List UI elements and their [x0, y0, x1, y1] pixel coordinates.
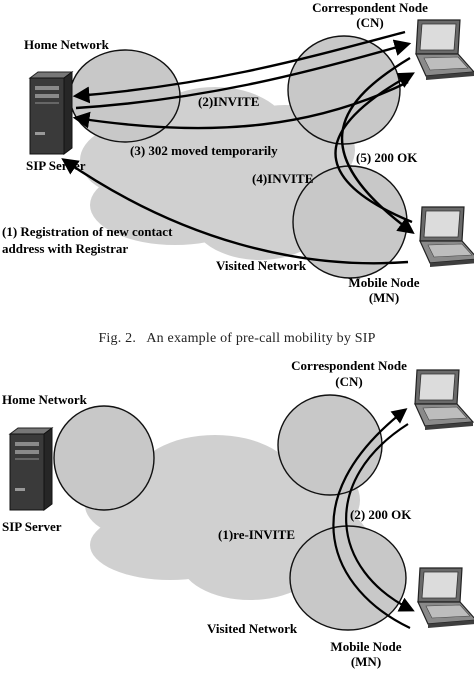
- home-network-ellipse-2: [53, 405, 155, 511]
- fig3-ok-label: (2) 200 OK: [350, 507, 412, 522]
- fig3-correspondent-node-label: Correspondent Node: [291, 358, 407, 373]
- ok-arrow: [334, 72, 415, 224]
- invite-arrow-1: [72, 30, 406, 104]
- mobile-laptop-icon-2: [417, 567, 474, 629]
- sip-server-icon-2: [9, 427, 53, 511]
- fig2-correspondent-node-label: Correspondent Node: [312, 0, 428, 15]
- fig2-caption: Fig. 2. An example of pre-call mobility …: [98, 331, 375, 346]
- fig2-sip-server-label: SIP Server: [26, 158, 86, 173]
- fig3-home-network-label: Home Network: [2, 392, 88, 407]
- visited-network-ellipse-2: [289, 525, 407, 631]
- fig2-mobile-node-label: Mobile Node: [348, 275, 419, 290]
- fig2-visited-network-label: Visited Network: [216, 258, 307, 273]
- fig3-sip-server-label: SIP Server: [2, 519, 62, 534]
- fig2-invite-label: (2)INVITE: [198, 94, 259, 109]
- fig2-registration-line2: address with Registrar: [2, 241, 128, 256]
- fig3-cn-label: (CN): [335, 374, 362, 389]
- fig2-invite4-label: (4)INVITE: [252, 171, 313, 186]
- figure-2: Home Network Correspondent Node (CN) SIP…: [2, 0, 474, 346]
- fig3-reinvite-label: (1)re-INVITE: [218, 527, 295, 542]
- mobile-laptop-icon: [419, 206, 474, 268]
- sip-server-icon: [29, 71, 73, 155]
- fig3-visited-network-label: Visited Network: [207, 621, 298, 636]
- invite-arrow-2: [75, 39, 412, 110]
- fig2-cn-label: (CN): [356, 15, 383, 30]
- registration-arrow: [61, 158, 409, 265]
- fig2-home-network-label: Home Network: [24, 37, 110, 52]
- correspondent-laptop-icon: [415, 19, 474, 81]
- reinvite-arrow: [332, 408, 411, 629]
- correspondent-network-ellipse: [287, 35, 401, 145]
- fig2-moved-label: (3) 302 moved temporarily: [130, 143, 278, 158]
- fig3-mn-label: (MN): [351, 654, 381, 669]
- moved-arrow: [72, 80, 409, 130]
- correspondent-laptop-icon-2: [414, 369, 474, 431]
- fig2-mn-label: (MN): [369, 290, 399, 305]
- fig2-registration-line1: (1) Registration of new contact: [2, 224, 173, 239]
- ok-arrow-2: [345, 423, 415, 612]
- fig3-mobile-node-label: Mobile Node: [330, 639, 401, 654]
- figure-3: Home Network Correspondent Node (CN) SIP…: [2, 358, 474, 669]
- fig2-ok-label: (5) 200 OK: [356, 150, 418, 165]
